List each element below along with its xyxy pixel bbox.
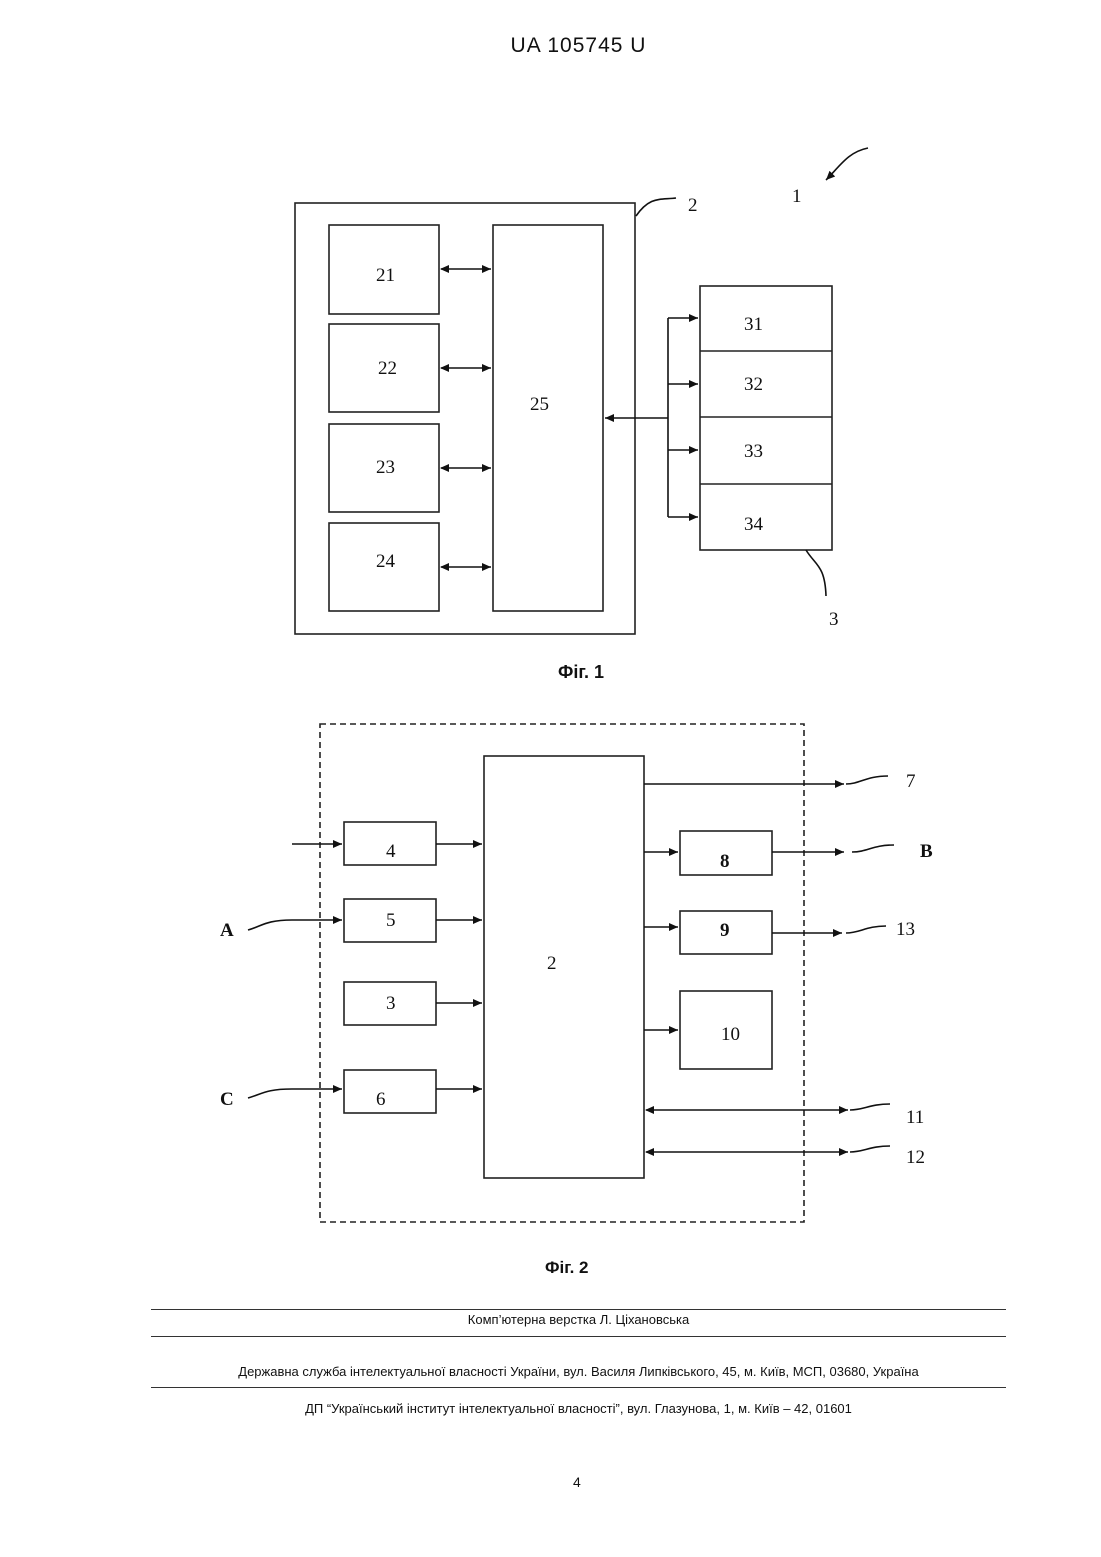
leader-B xyxy=(852,845,894,852)
institute-address: ДП “Український інститут інтелектуальної… xyxy=(151,1401,1006,1416)
label-8: 8 xyxy=(720,851,730,872)
label-3-fig2: 3 xyxy=(386,993,396,1014)
label-5: 5 xyxy=(386,910,396,931)
label-7: 7 xyxy=(906,771,916,792)
input-C-to-6 xyxy=(248,1089,342,1098)
figure-2-diagram: 2 4 5 3 6 8 9 10 7 B 13 11 12 A C xyxy=(0,0,1101,1300)
leader-12 xyxy=(850,1146,890,1152)
block-2 xyxy=(484,756,644,1178)
label-C: C xyxy=(220,1089,234,1110)
device-boundary-dashed xyxy=(320,724,804,1222)
figure-2-caption: Фіг. 2 xyxy=(545,1258,589,1278)
label-2-fig2: 2 xyxy=(547,953,557,974)
leader-7 xyxy=(846,776,888,784)
label-12: 12 xyxy=(906,1147,925,1168)
leader-11 xyxy=(850,1104,890,1110)
label-A: A xyxy=(220,920,234,941)
leader-13 xyxy=(846,926,886,933)
page-number: 4 xyxy=(573,1474,581,1490)
input-A-to-5 xyxy=(248,920,342,930)
footer-rule-top xyxy=(151,1309,1006,1310)
label-11: 11 xyxy=(906,1107,924,1128)
layout-credit: Комп’ютерна верстка Л. Ціхановська xyxy=(151,1312,1006,1327)
label-B: B xyxy=(920,841,933,862)
label-9: 9 xyxy=(720,920,730,941)
label-10: 10 xyxy=(721,1024,740,1045)
label-6: 6 xyxy=(376,1089,386,1110)
label-4: 4 xyxy=(386,841,396,862)
label-13: 13 xyxy=(896,919,915,940)
footer-rule-bottom xyxy=(151,1387,1006,1388)
footer-rule-middle xyxy=(151,1336,1006,1337)
block-6 xyxy=(344,1070,436,1113)
agency-address: Державна служба інтелектуальної власност… xyxy=(151,1364,1006,1379)
